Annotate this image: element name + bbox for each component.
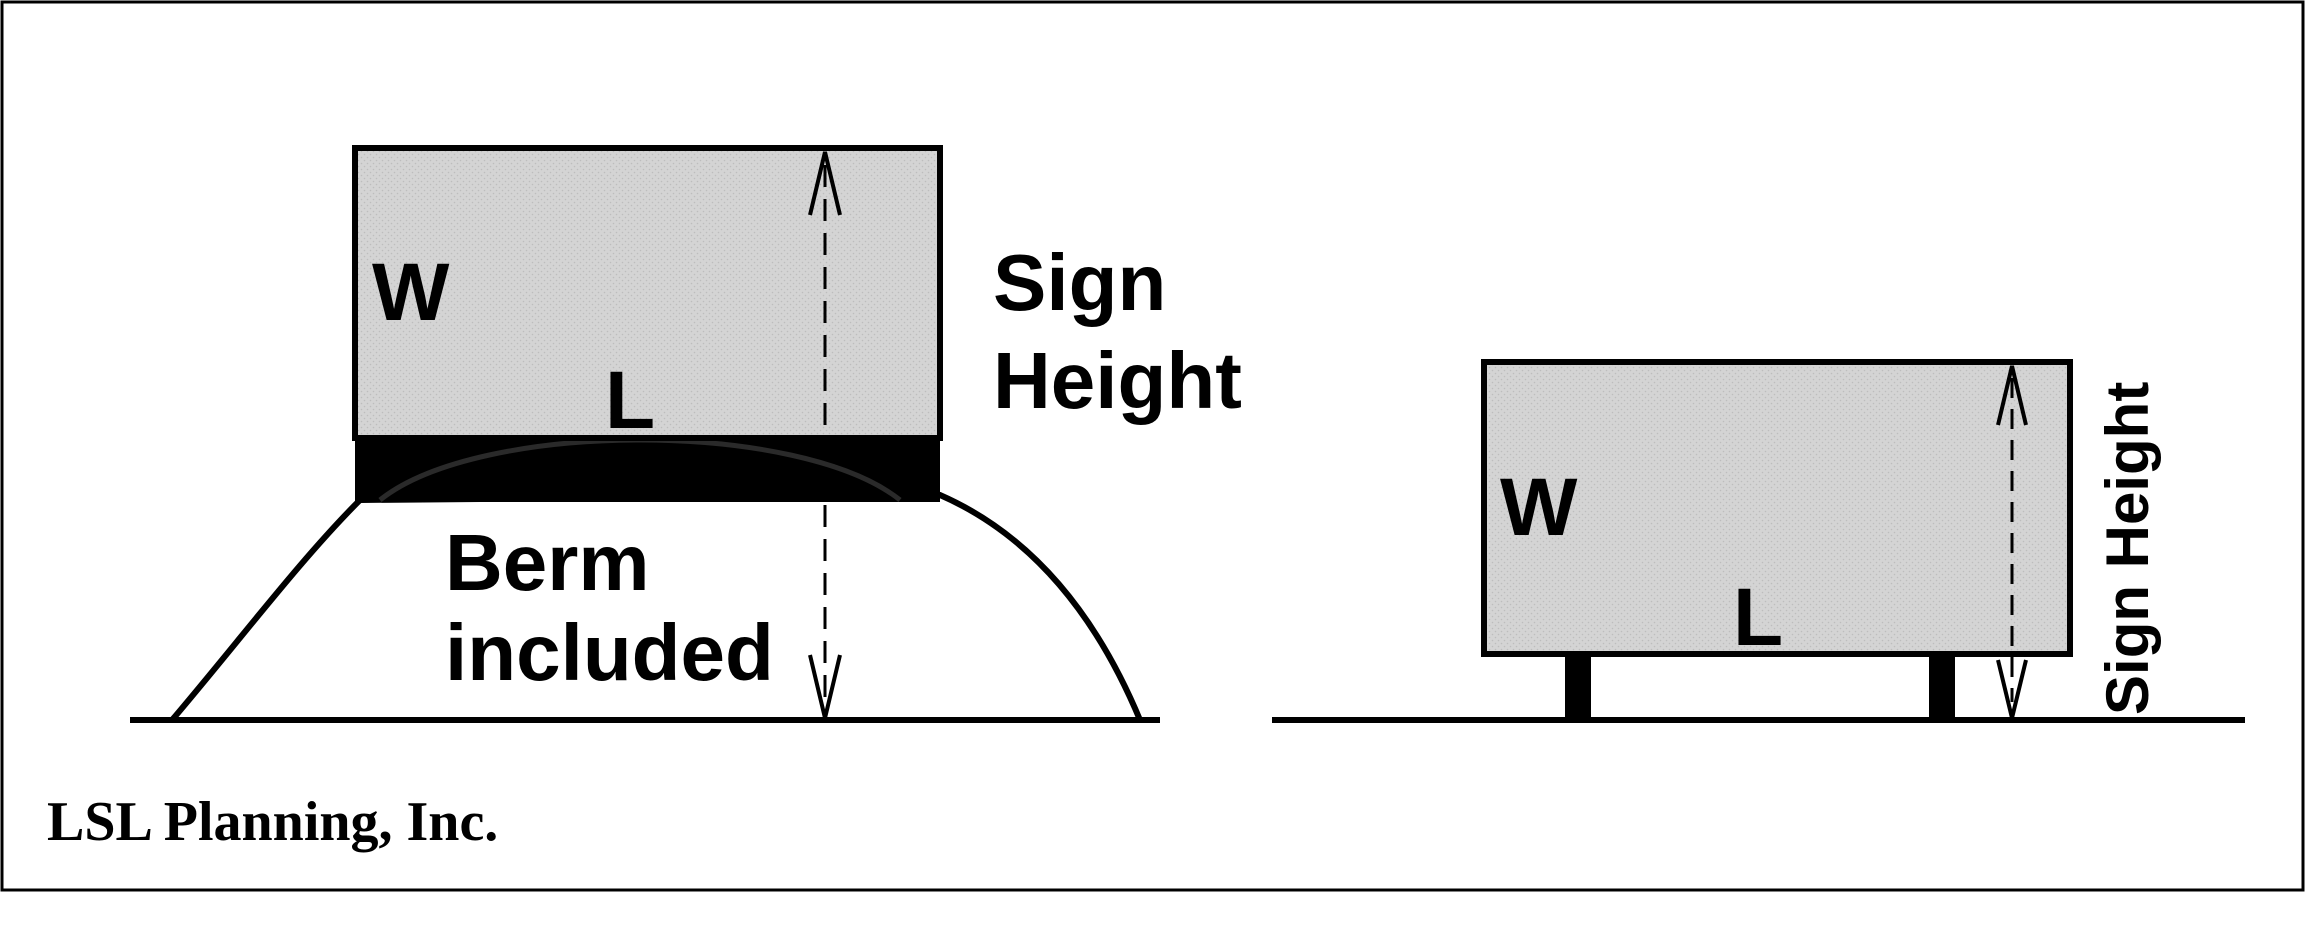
sign-post-left xyxy=(1565,652,1591,720)
sign-height-label-vertical: Sign Height xyxy=(2094,382,2161,715)
arrowhead-down-right xyxy=(1996,659,2028,719)
arrowhead-up-left xyxy=(808,151,842,216)
length-label-right: L xyxy=(1733,572,1783,663)
sign-height-label-line1: Sign xyxy=(993,238,1166,327)
length-label-left: L xyxy=(605,355,655,446)
berm-label-line1: Berm xyxy=(445,518,650,607)
berm-label-line2: included xyxy=(445,608,774,697)
post-sign-example: W L Sign Height xyxy=(1272,359,2245,723)
credit-text: LSL Planning, Inc. xyxy=(47,791,498,853)
width-label-left: W xyxy=(372,247,450,338)
sign-post-right xyxy=(1929,652,1955,720)
sign-panel-right xyxy=(1481,359,2073,657)
width-label-right: W xyxy=(1500,462,1578,553)
sign-panel-left xyxy=(352,145,943,441)
arrowhead-down-left xyxy=(808,654,842,719)
sign-height-label-line2: Height xyxy=(993,336,1242,425)
berm-sign-example: W L Sign Height Berm included xyxy=(130,145,1242,723)
arrowhead-up-right xyxy=(1996,365,2028,426)
